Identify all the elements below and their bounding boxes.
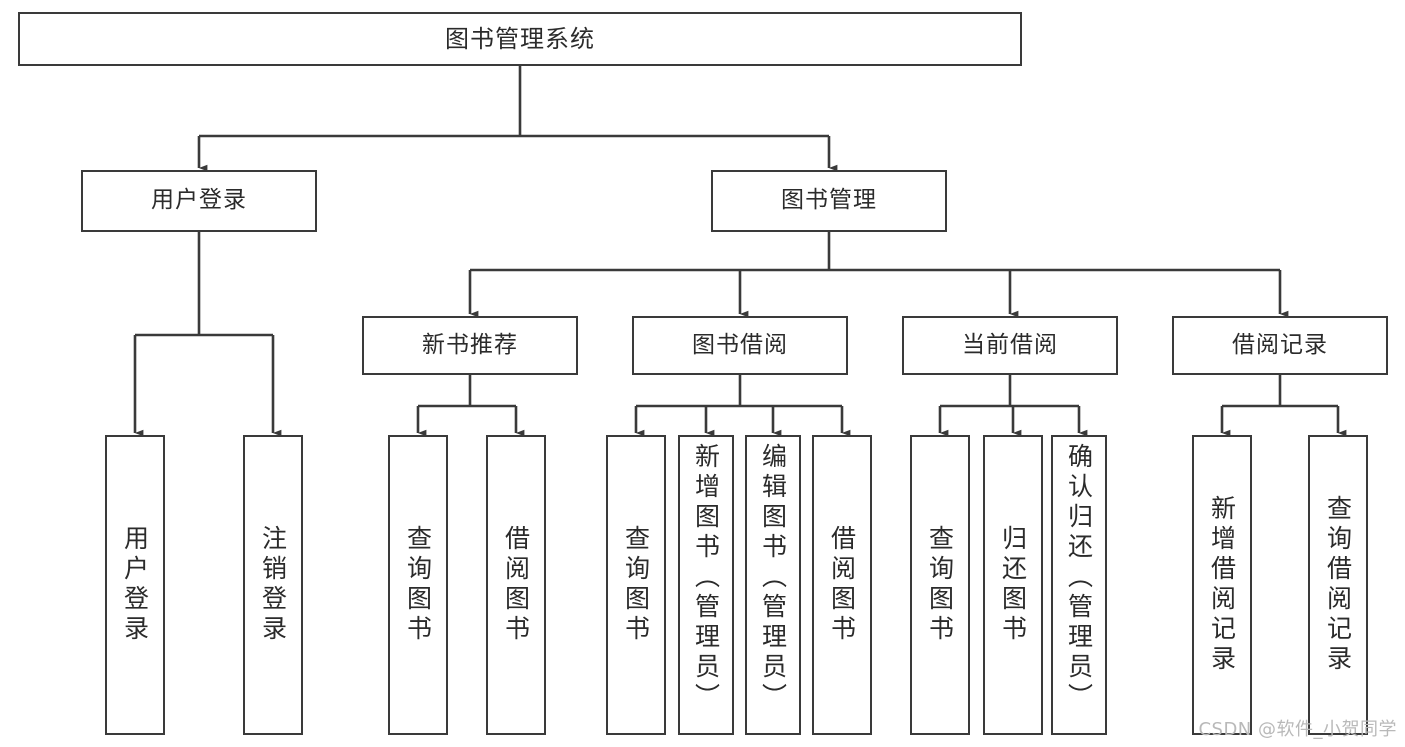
node-new-book-recommend-label: 新书推荐 bbox=[422, 331, 518, 358]
node-book-borrow-label: 图书借阅 bbox=[692, 331, 788, 358]
node-user-login-label: 用户登录 bbox=[151, 187, 247, 214]
leaf-user-login-label: 用户登录 bbox=[120, 525, 150, 645]
node-borrow-records-label: 借阅记录 bbox=[1232, 331, 1328, 358]
node-current-borrow[interactable]: 当前借阅 bbox=[902, 316, 1118, 375]
leaf-add-borrow-record-label: 新增借阅记录 bbox=[1207, 495, 1237, 675]
node-root[interactable]: 图书管理系统 bbox=[18, 12, 1022, 66]
leaf-logout-login[interactable]: 注销登录 bbox=[243, 435, 303, 735]
leaf-add-book-admin[interactable]: 新增图书（管理员） bbox=[678, 435, 734, 735]
leaf-borrow-book-newbook-label: 借阅图书 bbox=[501, 525, 531, 645]
node-book-management-label: 图书管理 bbox=[781, 187, 877, 214]
leaf-query-book-current-label: 查询图书 bbox=[925, 525, 955, 645]
leaf-query-book-newbook-label: 查询图书 bbox=[403, 525, 433, 645]
leaf-query-book-borrow-label: 查询图书 bbox=[621, 525, 651, 645]
leaf-logout-login-label: 注销登录 bbox=[258, 525, 288, 645]
node-new-book-recommend[interactable]: 新书推荐 bbox=[362, 316, 578, 375]
leaf-query-borrow-record[interactable]: 查询借阅记录 bbox=[1308, 435, 1368, 735]
leaf-add-book-admin-label: 新增图书（管理员） bbox=[691, 443, 721, 713]
leaf-return-book-label: 归还图书 bbox=[998, 525, 1028, 645]
node-current-borrow-label: 当前借阅 bbox=[962, 331, 1058, 358]
node-root-label: 图书管理系统 bbox=[445, 24, 595, 53]
leaf-borrow-book-newbook[interactable]: 借阅图书 bbox=[486, 435, 546, 735]
leaf-return-book[interactable]: 归还图书 bbox=[983, 435, 1043, 735]
leaf-confirm-return-admin-label: 确认归还（管理员） bbox=[1064, 443, 1094, 713]
leaf-query-book-newbook[interactable]: 查询图书 bbox=[388, 435, 448, 735]
leaf-lend-book-label: 借阅图书 bbox=[827, 525, 857, 645]
leaf-query-book-borrow[interactable]: 查询图书 bbox=[606, 435, 666, 735]
leaf-confirm-return-admin[interactable]: 确认归还（管理员） bbox=[1051, 435, 1107, 735]
leaf-edit-book-admin-label: 编辑图书（管理员） bbox=[758, 443, 788, 713]
watermark-text: CSDN @软件_小贺同学 bbox=[1198, 719, 1397, 740]
leaf-lend-book[interactable]: 借阅图书 bbox=[812, 435, 872, 735]
node-borrow-records[interactable]: 借阅记录 bbox=[1172, 316, 1388, 375]
node-book-management[interactable]: 图书管理 bbox=[711, 170, 947, 232]
node-user-login[interactable]: 用户登录 bbox=[81, 170, 317, 232]
leaf-query-book-current[interactable]: 查询图书 bbox=[910, 435, 970, 735]
leaf-user-login[interactable]: 用户登录 bbox=[105, 435, 165, 735]
leaf-query-borrow-record-label: 查询借阅记录 bbox=[1323, 495, 1353, 675]
node-book-borrow[interactable]: 图书借阅 bbox=[632, 316, 848, 375]
leaf-add-borrow-record[interactable]: 新增借阅记录 bbox=[1192, 435, 1252, 735]
leaf-edit-book-admin[interactable]: 编辑图书（管理员） bbox=[745, 435, 801, 735]
